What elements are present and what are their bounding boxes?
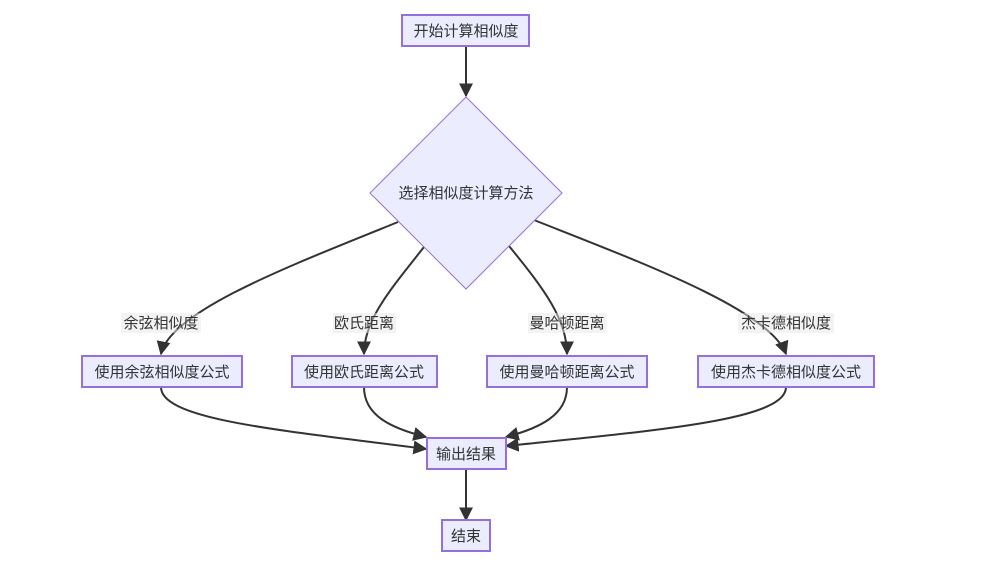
edge-decision-to-manhattan <box>508 245 574 356</box>
svg-text:曼哈顿距离: 曼哈顿距离 <box>529 314 604 332</box>
edge-decision-to-euclidean <box>357 246 425 356</box>
node-decision[interactable]: 选择相似度计算方法 <box>369 96 563 290</box>
edge-label-jaccard: 杰卡德相似度 <box>738 313 834 333</box>
svg-text:使用杰卡德相似度公式: 使用杰卡德相似度公式 <box>711 363 861 381</box>
svg-text:输出结果: 输出结果 <box>436 445 496 463</box>
edge-labels: 余弦相似度 欧氏距离 曼哈顿距离 杰卡德相似度 <box>121 313 834 333</box>
edge-decision-to-cosine <box>156 221 399 356</box>
svg-text:使用欧氏距离公式: 使用欧氏距离公式 <box>304 363 424 381</box>
node-output[interactable]: 输出结果 <box>426 437 507 470</box>
edge-label-euclidean: 欧氏距离 <box>333 313 396 333</box>
nodes: 开始计算相似度 选择相似度计算方法 使用余弦相似度公式 使用欧氏距离公式 使用曼… <box>81 14 875 552</box>
svg-text:开始计算相似度: 开始计算相似度 <box>413 22 518 40</box>
node-cosine[interactable]: 使用余弦相似度公式 <box>81 355 243 388</box>
edge-decision-to-jaccard <box>533 219 789 356</box>
edge-jaccard-to-output <box>504 386 787 452</box>
svg-text:欧氏距离: 欧氏距离 <box>334 314 394 332</box>
svg-text:使用余弦相似度公式: 使用余弦相似度公式 <box>94 363 229 381</box>
svg-text:使用曼哈顿距离公式: 使用曼哈顿距离公式 <box>499 363 634 381</box>
node-euclidean[interactable]: 使用欧氏距离公式 <box>291 355 438 388</box>
edge-label-cosine: 余弦相似度 <box>121 313 201 333</box>
node-jaccard[interactable]: 使用杰卡德相似度公式 <box>697 355 875 388</box>
svg-text:杰卡德相似度: 杰卡德相似度 <box>741 314 831 332</box>
node-manhattan[interactable]: 使用曼哈顿距离公式 <box>486 355 648 388</box>
svg-text:余弦相似度: 余弦相似度 <box>123 314 198 332</box>
edge-manhattan-to-output <box>504 386 568 441</box>
node-end[interactable]: 结束 <box>441 519 491 552</box>
svg-text:选择相似度计算方法: 选择相似度计算方法 <box>398 184 533 202</box>
edge-cosine-to-output <box>160 386 428 455</box>
svg-text:结束: 结束 <box>451 527 481 545</box>
edge-label-manhattan: 曼哈顿距离 <box>528 313 607 333</box>
edge-euclidean-to-output <box>363 386 428 441</box>
node-start[interactable]: 开始计算相似度 <box>401 14 530 47</box>
edges <box>156 46 789 522</box>
